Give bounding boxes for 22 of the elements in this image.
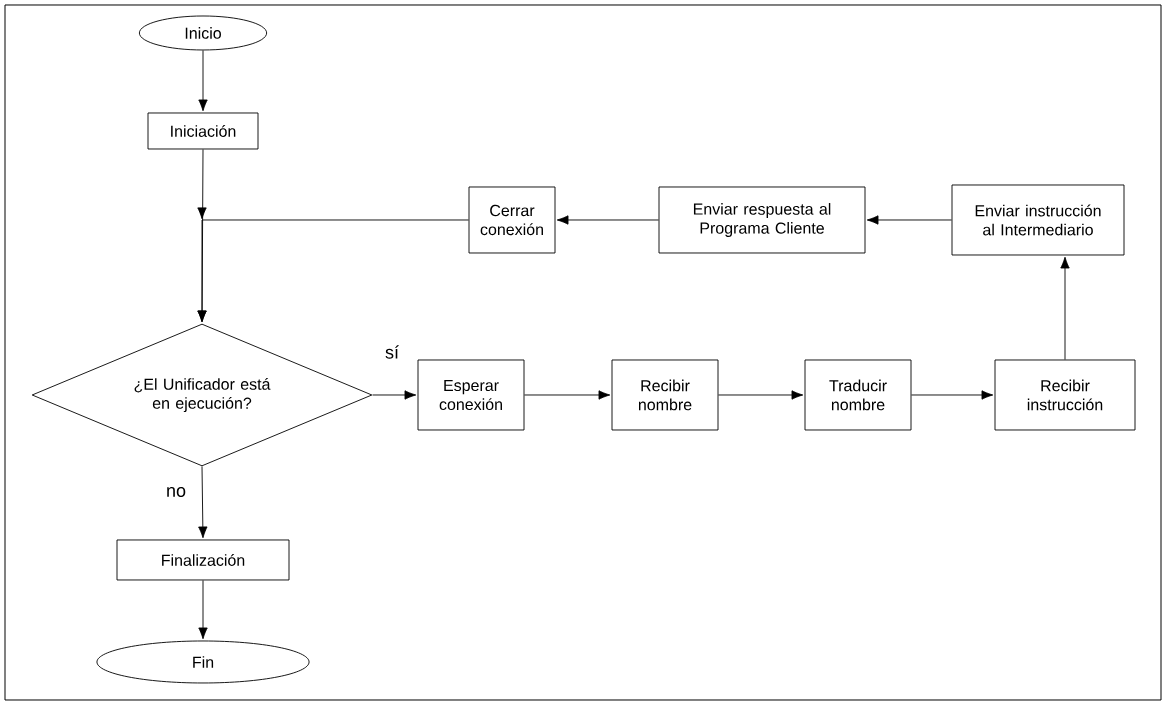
process-box: Esperar conexión <box>417 359 525 431</box>
edge-label: no <box>165 486 187 498</box>
arrow <box>911 390 994 400</box>
arrow <box>524 390 611 400</box>
arrow <box>1060 256 1070 360</box>
arrow <box>197 207 469 323</box>
process-box: Cerrar conexión <box>468 186 556 254</box>
arrow <box>198 580 208 640</box>
edge-label: sí <box>384 344 400 360</box>
process-box: Recibir nombre <box>611 359 719 431</box>
process-box: Finalización <box>116 539 290 581</box>
process-box: Enviar instrucción al Intermediario <box>951 184 1125 256</box>
process-box: Iniciación <box>147 112 259 150</box>
arrow <box>198 50 208 112</box>
process-box: Enviar respuesta al Programa Cliente <box>658 186 866 254</box>
process-box: Recibir instrucción <box>994 359 1136 431</box>
arrow <box>866 215 952 225</box>
process-box: Traducir nombre <box>804 359 912 431</box>
arrow <box>556 215 659 225</box>
arrow <box>198 466 208 539</box>
arrow <box>372 390 417 400</box>
arrow <box>718 390 804 400</box>
